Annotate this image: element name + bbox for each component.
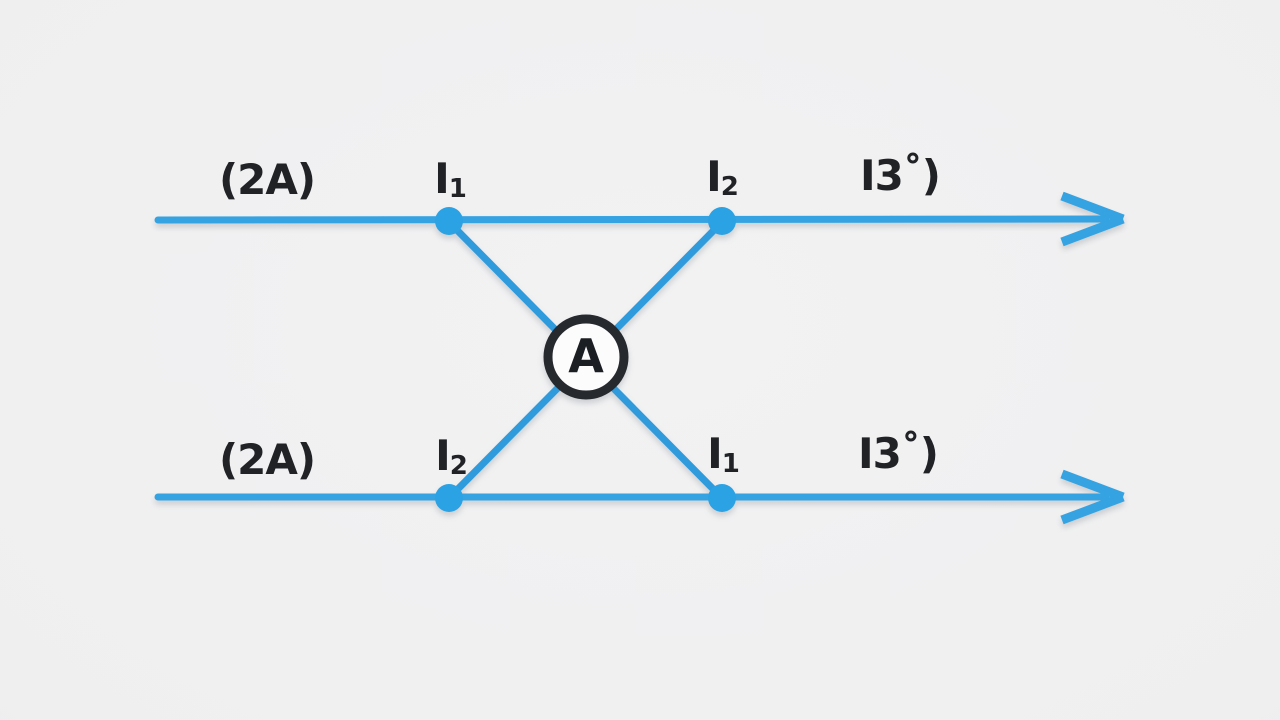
junction-dot-top-left (435, 207, 463, 235)
top-wire (154, 215, 1110, 224)
bottom-out-value-label: I3˚) (857, 429, 939, 478)
top-out-value-label: I3˚) (859, 151, 941, 200)
top-source-value-label: (2A) (218, 155, 316, 204)
arrowhead-icon-top (1060, 191, 1125, 247)
ammeter-letter: A (568, 329, 604, 383)
bottom-in-current-label: I2 (435, 431, 468, 481)
top-in-current-label: I1 (434, 154, 467, 204)
ammeter-circle (543, 314, 629, 400)
junction-dot-bottom-left (435, 484, 463, 512)
junction-dot-bottom-right (708, 484, 736, 512)
bottom-source-value-label: (2A) (218, 435, 316, 484)
bottom-out-current-label: I1 (707, 429, 740, 479)
top-out-current-label: I2 (706, 152, 739, 202)
junction-dot-top-right (708, 207, 736, 235)
arrowhead-icon-bottom (1060, 469, 1125, 525)
